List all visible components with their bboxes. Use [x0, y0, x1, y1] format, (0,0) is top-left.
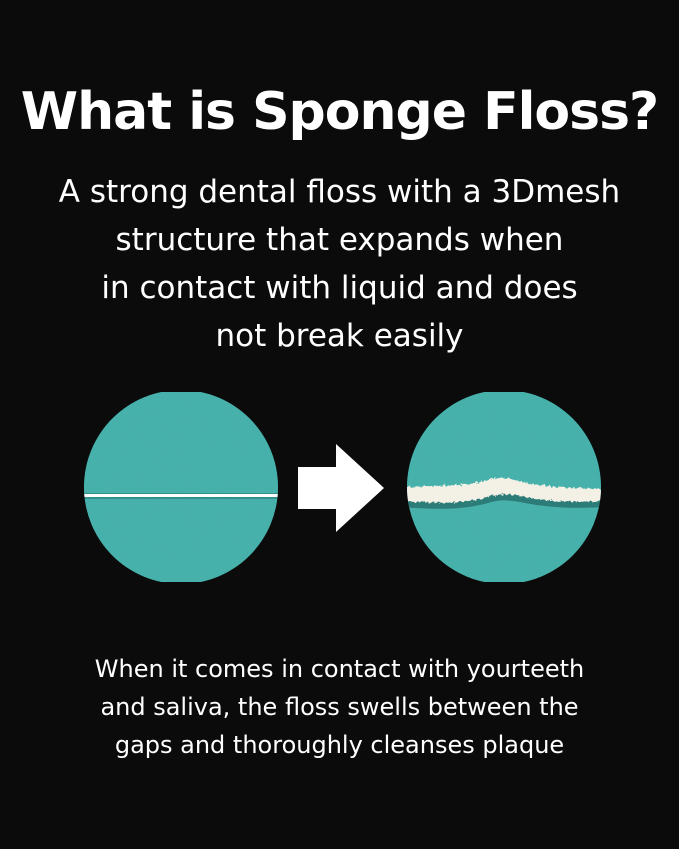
- floss-expansion-illustration: [84, 392, 601, 582]
- thin-floss-circle: [84, 392, 278, 582]
- page-title: What is Sponge Floss?: [20, 82, 659, 142]
- caption: When it comes in contact with yourteeth …: [20, 650, 659, 764]
- expanded-floss-circle: [407, 392, 601, 582]
- right-arrow-icon: [298, 444, 384, 532]
- subtitle: A strong dental floss with a 3Dmesh stru…: [20, 168, 659, 360]
- caption-line: and saliva, the floss swells between the: [100, 693, 579, 721]
- caption-line: When it comes in contact with yourteeth: [94, 655, 585, 683]
- subtitle-line: in contact with liquid and does: [101, 270, 578, 306]
- subtitle-line: structure that expands when: [115, 222, 564, 258]
- subtitle-line: not break easily: [215, 318, 464, 354]
- subtitle-line: A strong dental floss with a 3Dmesh: [58, 174, 621, 210]
- caption-line: gaps and thoroughly cleanses plaque: [114, 731, 565, 759]
